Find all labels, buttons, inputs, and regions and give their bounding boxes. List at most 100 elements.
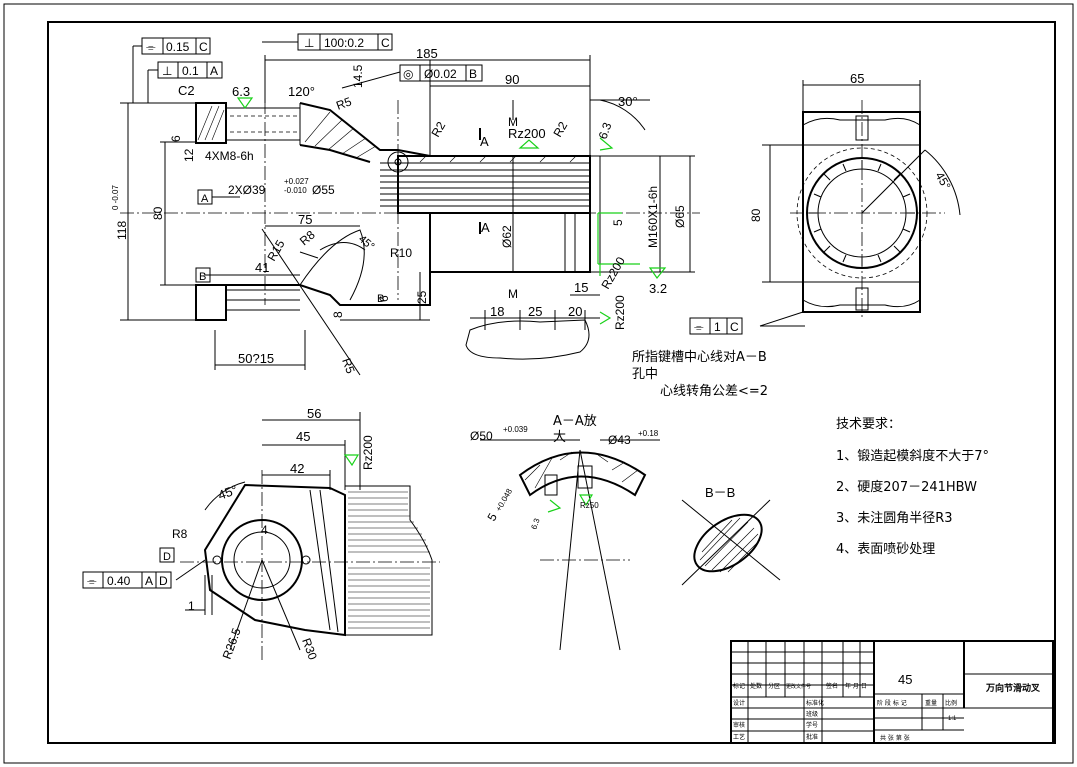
angle-30: 30° — [618, 94, 638, 109]
dim-c2: C2 — [178, 83, 195, 98]
dim-50: 50?15 — [238, 351, 274, 366]
tb-r-std: 标准化 — [806, 699, 824, 707]
sheet-outer-border — [3, 3, 1074, 764]
bore-55: Ø55 — [312, 183, 335, 197]
thread-m160: M160X1-6h — [646, 186, 660, 248]
gdt-frames — [82, 33, 743, 589]
diameter-65: Ø65 — [673, 205, 687, 228]
tb-material: 45 — [898, 672, 912, 687]
note-keyway-line2: 孔中 — [632, 367, 658, 382]
notes: 所指键槽中心线对A－B 孔中 心线转角公差<=2 A－A放 大 B－B — [553, 350, 768, 500]
tb-h-mark: 标记 — [733, 682, 745, 690]
tb-sheets: 共 张 第 张 — [880, 734, 910, 742]
gdt-5-datum: C — [730, 320, 739, 334]
dim-25-a: 25 — [415, 290, 429, 304]
rough-rz200-c: Rz200 — [598, 254, 628, 291]
dim-18: 18 — [490, 304, 504, 319]
gdt-2-symbol: ⊥ — [162, 64, 172, 78]
tb-h-stage: 阶 段 标 记 — [877, 699, 907, 707]
tb-r-class: 班级 — [806, 710, 818, 718]
section-aa-title-2: 大 — [553, 430, 566, 445]
rough-6-3-a: 6.3 — [232, 84, 250, 99]
tb-r-proc: 工艺 — [733, 733, 745, 741]
tech-item-3: 3、未注圆角半径R3 — [836, 511, 953, 526]
dim-75: 75 — [298, 212, 312, 227]
dim-14-5: 14.5 — [351, 64, 365, 88]
tb-r-id: 学号 — [806, 721, 818, 729]
gdt-3-symbol: ⊥ — [304, 36, 314, 50]
section-aa-view — [480, 439, 660, 651]
section-bb-title: B－B — [705, 485, 735, 500]
gdt-5-symbol: ⌯ — [694, 320, 704, 334]
dim-20: 20 — [568, 304, 582, 319]
section-m-mid: M — [508, 287, 518, 301]
radius-r2-b: R2 — [550, 119, 570, 140]
radius-r5-b: R5 — [339, 356, 358, 376]
section-m-top: M — [508, 115, 518, 129]
dim-8: 8 — [331, 311, 345, 318]
dim-118-tol: 0 -0.07 — [111, 185, 120, 210]
datum-b: B — [199, 271, 206, 283]
angle-45-b: 45° — [932, 170, 953, 193]
dimension-texts: 185 90 65 14.5 C2 6.3 120° R5 R2 R2 Rz20… — [111, 46, 954, 662]
section-b-arrow: B — [377, 293, 384, 305]
angle-120: 120° — [288, 84, 315, 99]
gdt-6-tolerance: 0.40 — [107, 574, 131, 588]
rough-6-3-b: 6.3 — [596, 120, 615, 141]
dim-6-b: 6 — [377, 295, 391, 302]
radius-r5: R5 — [334, 94, 354, 113]
gdt-6-datum-1: A — [145, 574, 153, 588]
tb-h-date: 年 月 日 — [845, 682, 867, 690]
width-5: 5 — [484, 510, 500, 523]
radius-r8-a: R8 — [297, 228, 318, 249]
section-a-bottom: A — [481, 220, 490, 235]
dim-5: 5 — [611, 219, 625, 226]
tb-scale: 1:1 — [948, 716, 957, 722]
rough-rz200-d: Rz200 — [361, 435, 375, 470]
section-bb-view — [681, 499, 781, 586]
bore-39-tol-lower: -0.010 — [284, 186, 307, 195]
dim-4: 4 — [261, 523, 268, 537]
diameter-50-tol: +0.039 — [503, 425, 528, 434]
dim-65: 65 — [850, 71, 864, 86]
rough-6-3-c: 6.3 — [529, 517, 541, 531]
tb-r-approve: 批准 — [806, 733, 818, 741]
dim-6: 6 — [169, 135, 183, 142]
gdt-2-datum: A — [210, 64, 218, 78]
gdt-3-tolerance: 100:0.2 — [324, 36, 364, 50]
dim-12: 12 — [182, 148, 196, 162]
gdt-texts: ⌯ 0.15 C ⊥ 0.1 A ⊥ 100:0.2 C ◎ Ø0.02 B ⌯… — [87, 36, 739, 588]
width-5-tol: +0.048 — [494, 487, 514, 513]
radius-r2-a: R2 — [428, 119, 448, 140]
tb-h-sign: 签名 — [826, 682, 838, 690]
tb-r-check: 审核 — [733, 721, 745, 729]
radius-r30: R30 — [299, 636, 320, 662]
diameter-62: Ø62 — [500, 225, 514, 248]
gdt-1-tolerance: 0.15 — [166, 40, 190, 54]
datum-a: A — [201, 193, 209, 205]
gdt-6-symbol: ⌯ — [87, 574, 97, 588]
diameter-43: Ø43 — [608, 433, 631, 447]
gdt-2-tolerance: 0.1 — [182, 64, 199, 78]
dim-41: 41 — [255, 260, 269, 275]
dim-80-b: 80 — [749, 208, 763, 222]
tb-h-doc: 更改文件号 — [786, 683, 811, 690]
tb-h-weight: 重量 — [925, 699, 937, 707]
thread-m8: 4XM8-6h — [205, 149, 254, 163]
bottom-left-view — [175, 412, 440, 660]
angle-45-c: 45° — [216, 482, 240, 503]
dim-15: 15 — [574, 280, 588, 295]
tb-part-name: 万向节滑动叉 — [985, 682, 1041, 694]
gdt-6-datum-2: D — [159, 574, 168, 588]
technical-requirements: 技术要求： 1、锻造起模斜度不大于7° 2、硬度207－241HBW 3、未注圆… — [836, 417, 989, 557]
dim-25-b: 25 — [528, 304, 542, 319]
title-block: 45 万向节滑动叉 标记 处数 分区 更改文件号 签名 年 月 日 设计 标准化… — [730, 640, 1054, 744]
gdt-4-datum: B — [469, 67, 477, 81]
bore-39: 2XØ39 — [228, 183, 266, 197]
note-keyway-line1: 所指键槽中心线对A－B — [632, 350, 767, 365]
tech-item-2: 2、硬度207－241HBW — [836, 479, 977, 495]
dim-45: 45 — [296, 429, 310, 444]
dim-118: 118 — [115, 221, 129, 240]
note-keyway-line3: 心线转角公差<=2 — [660, 384, 768, 399]
